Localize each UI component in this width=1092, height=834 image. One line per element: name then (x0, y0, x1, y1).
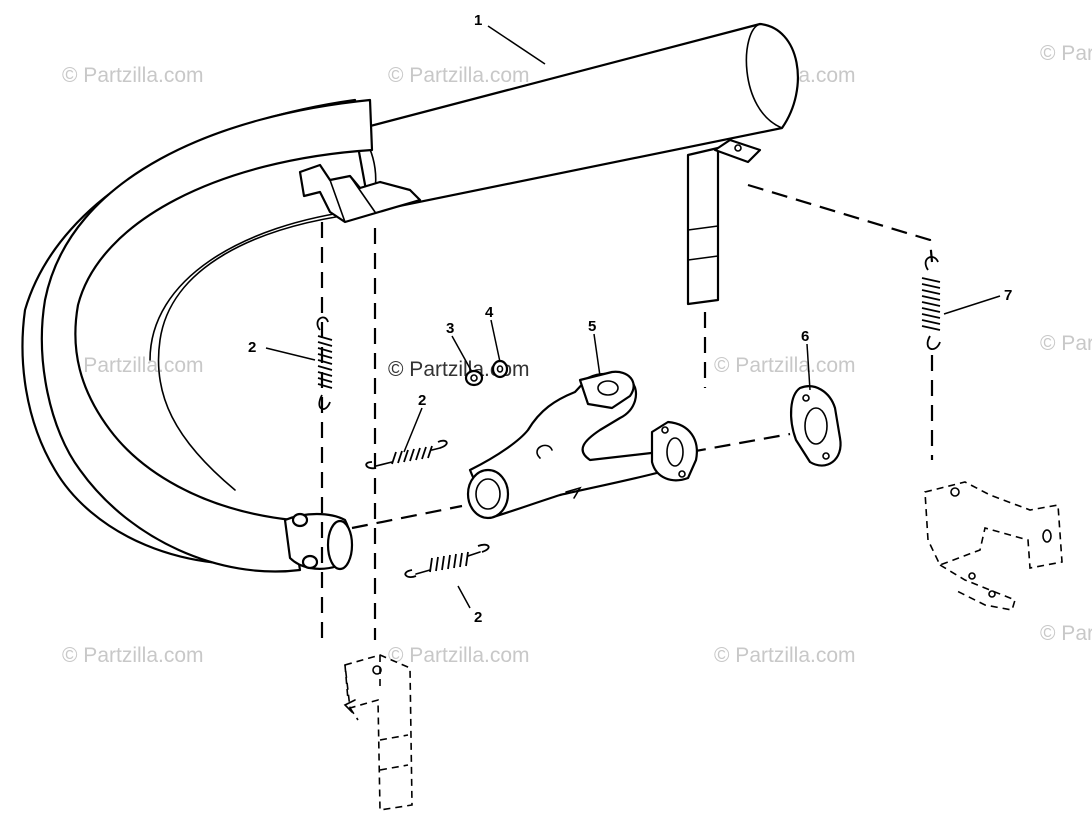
watermark: © Partzilla.com (1040, 42, 1092, 65)
watermark: © Partzilla.com (388, 644, 530, 667)
watermark: © Partzilla.com (714, 354, 856, 377)
callout-2: 2 (418, 392, 426, 409)
watermark: © Partzilla.com (62, 64, 204, 87)
spring-part-2-middle[interactable] (365, 439, 448, 470)
watermark: © Partzilla.com (388, 64, 530, 87)
spring-part-2-vertical[interactable] (316, 316, 333, 410)
watermark: © Partzilla.com (714, 644, 856, 667)
callout-3: 3 (446, 320, 454, 337)
watermark: © Partzilla.com (62, 644, 204, 667)
callout-4: 4 (485, 304, 494, 321)
callout-leaders (265, 25, 1001, 609)
frame-bracket-right (924, 481, 1063, 611)
watermark: © Partzilla.com (1040, 622, 1092, 645)
washer-part-4[interactable] (491, 359, 509, 379)
frame-bracket-left (343, 654, 413, 811)
muffler-part-1[interactable] (21, 22, 799, 573)
watermark: © Partzilla.com (62, 354, 204, 377)
callout-2: 2 (474, 609, 482, 626)
spring-part-2-lower[interactable] (404, 543, 490, 578)
callout-1: 1 (474, 12, 482, 29)
callout-6: 6 (801, 328, 809, 345)
callout-labels: 1 2 2 2 3 4 5 6 7 (248, 12, 1012, 626)
manifold-part-5[interactable] (466, 370, 698, 520)
callout-7: 7 (1004, 287, 1012, 304)
nut-part-3[interactable] (464, 369, 484, 387)
callout-2: 2 (248, 339, 256, 356)
gasket-part-6[interactable] (790, 385, 842, 467)
watermark: © Partzilla.com (388, 358, 530, 381)
watermark: © Partzilla.com (1040, 332, 1092, 355)
spring-part-7[interactable] (921, 256, 941, 350)
alignment-lines (320, 183, 934, 640)
callout-5: 5 (588, 318, 596, 335)
